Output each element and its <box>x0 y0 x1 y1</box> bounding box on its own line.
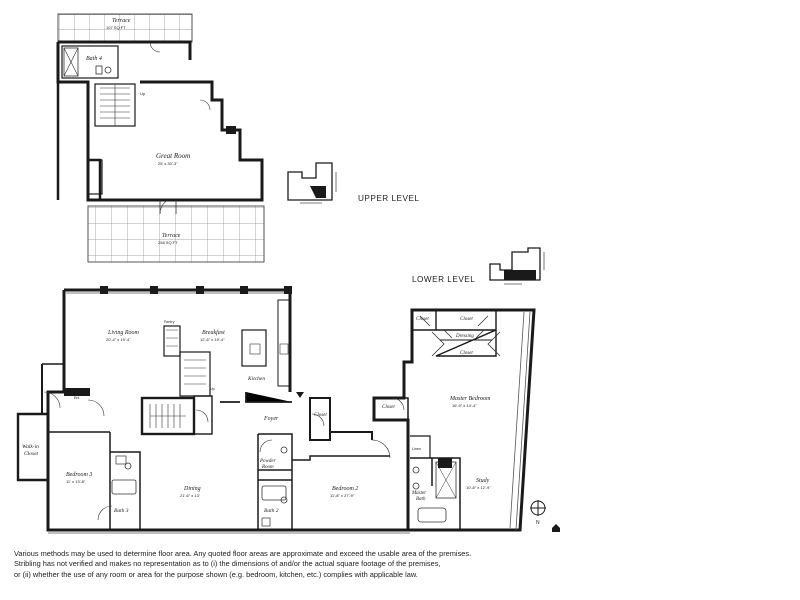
disclaimer-line-2: Stribling has not verified and makes no … <box>14 559 441 569</box>
bath2-label: Bath 2 <box>264 508 279 514</box>
great-room-label: Great Room <box>156 152 190 160</box>
foyer-closet-label: Closet <box>314 413 327 418</box>
dining-label: Dining <box>183 486 201 492</box>
terrace-bottom-area <box>87 205 265 263</box>
bedroom3-dims: 11' x 13'-8" <box>66 479 86 484</box>
disclaimer-line-3: or (ii) whether the use of any room or a… <box>14 569 418 579</box>
lower-level-label: LOWER LEVEL <box>412 275 475 284</box>
master-bath-label-2: Bath <box>416 497 426 502</box>
walk-in-label: Walk-in <box>22 444 39 450</box>
bedroom3-label: Bedroom 3 <box>66 472 92 478</box>
terrace-bottom-label: Terrace <box>162 233 181 239</box>
powder-room-label-2: Room <box>261 465 274 470</box>
pantry-label: Pantry <box>164 320 175 324</box>
powder-room-label: Powder <box>259 459 276 464</box>
terrace-top-area <box>57 13 193 43</box>
closet-d-label: Closet <box>382 405 395 410</box>
walk-in-label-2: Closet <box>24 451 39 457</box>
ent-label: Ent <box>74 396 79 400</box>
bath3-label: Bath 3 <box>114 508 129 514</box>
master-bedroom-label: Master Bedroom <box>449 396 491 402</box>
upper-level-label: UPPER LEVEL <box>358 194 419 203</box>
master-bath-label: Master <box>411 491 426 496</box>
terrace-top-area-label: 107 SQ FT <box>106 25 126 30</box>
compass-icon <box>530 500 546 516</box>
closet-a-label: Closet <box>416 317 429 322</box>
great-room-dims: 25' x 30'-3" <box>158 161 178 166</box>
master-bedroom-dims: 16'-9" x 14'-4" <box>452 403 477 408</box>
lower-key-plan <box>489 247 545 285</box>
bedroom2-label: Bedroom 2 <box>332 486 358 492</box>
dining-dims: 21'-6" x 13' <box>180 493 200 498</box>
bedroom2-dims: 11'-8" x 27'-9" <box>330 493 355 498</box>
terrace-bottom-area-label: 258 SQ FT <box>158 240 178 245</box>
floor-plan-drawing: Terrace 107 SQ FT Bath 4 Up Great Room 2… <box>16 13 560 534</box>
kitchen-label: Kitchen <box>247 376 265 382</box>
living-room-label: Living Room <box>107 330 139 336</box>
breakfast-label: Breakfast <box>202 329 225 336</box>
closet-c-label: Closet <box>460 351 473 356</box>
lower-level-plan <box>16 286 536 534</box>
upper-walls <box>56 40 264 202</box>
upper-stair-label: Up <box>140 91 146 96</box>
terrace-top-label: Terrace <box>112 18 131 24</box>
dressing-label: Dressing <box>455 334 474 339</box>
disclaimer: Various methods may be used to determine… <box>14 549 614 580</box>
foyer-label: Foyer <box>263 416 279 422</box>
living-room-dims: 20'-4" x 19'-4" <box>106 337 131 342</box>
upper-key-plan <box>287 162 337 204</box>
study-dims: 10'-8" x 12'-9" <box>466 485 491 490</box>
breakfast-dims: 12'-6" x 19'-4" <box>200 337 225 342</box>
disclaimer-line-1: Various methods may be used to determine… <box>14 549 472 558</box>
bath4-label: Bath 4 <box>86 55 102 62</box>
compass-north-label: N <box>536 520 540 526</box>
up-label: Up <box>210 387 215 391</box>
upper-level-plan: Terrace 107 SQ FT Bath 4 Up Great Room 2… <box>56 13 265 263</box>
closet-b-label: Closet <box>460 317 473 322</box>
linen-label: Linen <box>412 447 421 451</box>
study-label: Study <box>476 478 490 484</box>
equal-housing-icon <box>552 524 560 532</box>
